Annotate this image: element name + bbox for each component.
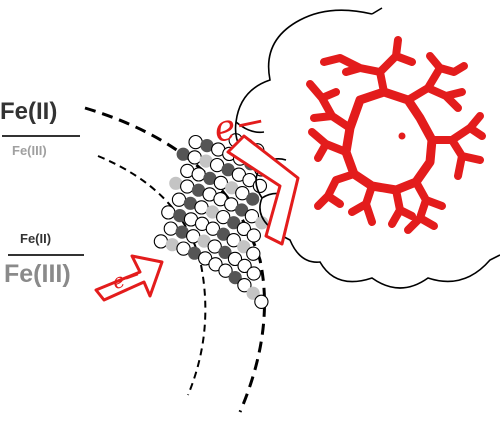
- molecule-arm-top: [320, 36, 416, 96]
- lattice-atom: [228, 271, 242, 285]
- lattice-atom: [208, 257, 223, 272]
- lattice-atom: [235, 203, 249, 217]
- lattice-atom: [165, 238, 179, 252]
- lattice-atom: [183, 196, 197, 210]
- lattice-atom: [221, 163, 235, 177]
- lattice-atom: [197, 234, 211, 248]
- lattice-atom: [246, 192, 260, 206]
- molecule-arm-bottomright: [404, 178, 446, 234]
- lattice-atom: [246, 246, 261, 261]
- lattice-atom: [203, 171, 217, 185]
- lattice-atom: [169, 176, 183, 190]
- lattice-atom: [216, 209, 231, 225]
- lattice-atom: [254, 294, 269, 309]
- electron-label-large: e−: [210, 100, 270, 151]
- lattice-atom: [161, 205, 176, 220]
- lattice-atom: [188, 134, 203, 150]
- lattice-atom: [171, 192, 187, 207]
- fraction-bar-top: [2, 135, 80, 137]
- lattice-atom: [246, 266, 261, 281]
- lattice-atom: [227, 216, 241, 230]
- lattice-atom: [226, 233, 241, 248]
- lattice-atom: [180, 179, 195, 194]
- lattice-atom: [244, 209, 260, 224]
- fe2-bottom-label: Fe(II): [20, 231, 52, 246]
- molecule-structure: [306, 36, 486, 234]
- lattice-atom: [207, 239, 222, 254]
- right-arrow-outline-icon: [94, 254, 164, 302]
- lattice-atom: [191, 183, 206, 197]
- lattice-atom: [163, 221, 178, 236]
- lattice-atom: [200, 139, 214, 153]
- lattice-atom: [224, 197, 239, 212]
- lattice-atom: [187, 150, 202, 165]
- lattice-atom: [191, 167, 206, 182]
- lattice-atom: [255, 216, 269, 230]
- lattice-atom: [216, 227, 230, 241]
- chevron-outline-icon: [226, 134, 300, 246]
- fe3-bottom-label: Fe(III): [4, 260, 71, 288]
- molecule-arm-bottom: [348, 182, 416, 228]
- lattice-atom: [246, 228, 261, 243]
- molecule-arm-right: [428, 112, 486, 180]
- lattice-atom: [218, 245, 232, 259]
- fe2-top-label: Fe(II): [0, 98, 58, 125]
- molecule-arm-topright: [404, 52, 468, 112]
- lattice-atom: [235, 186, 250, 201]
- lattice-atom: [175, 225, 189, 239]
- lattice-atom: [153, 234, 169, 249]
- lattice-atom: [236, 221, 252, 237]
- lattice-atom: [218, 263, 233, 278]
- fe3-top-label: Fe(III): [12, 143, 47, 158]
- molecule-arm-left: [308, 128, 358, 210]
- lattice-atom: [187, 246, 202, 260]
- lattice-atom: [176, 147, 190, 161]
- lattice-atom: [173, 209, 187, 223]
- cloud-outline: [234, 7, 500, 289]
- molecule-ring: [341, 87, 437, 195]
- lattice-atom: [227, 251, 243, 267]
- lattice-atom: [205, 205, 220, 219]
- lattice-atom: [199, 154, 213, 168]
- molecule-arm-topleft: [306, 80, 354, 132]
- lattice-atom: [237, 258, 252, 274]
- fraction-bar-bottom: [8, 254, 84, 256]
- lattice-atom: [246, 286, 260, 300]
- lattice-atom: [237, 240, 251, 254]
- molecule-center-atom: [398, 132, 406, 140]
- lattice-atom: [237, 278, 252, 293]
- lattice-atom: [225, 181, 239, 195]
- lattice-atom: [205, 221, 221, 236]
